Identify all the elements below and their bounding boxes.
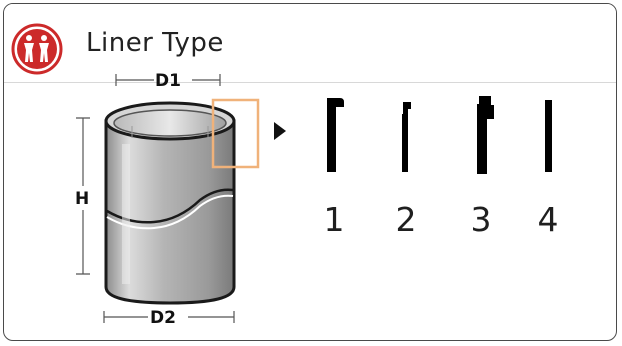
liner-diagram: D1 H D2: [75, 71, 552, 328]
pointer-arrow-icon: [274, 122, 286, 140]
page-title: Liner Type: [86, 28, 224, 58]
liner-cylinder-illustration: [104, 101, 236, 305]
header-divider: [4, 82, 616, 83]
dimension-d1-label: D1: [155, 71, 181, 91]
profile-3-icon: [477, 96, 494, 174]
dimension-height: H: [75, 117, 90, 275]
panel-header: Liner Type: [4, 4, 616, 86]
profile-4-number: 4: [537, 200, 559, 239]
safety-pictogram-icon: [11, 23, 63, 75]
profile-1-icon: [327, 98, 344, 172]
wall-profile-highlight-box: [211, 98, 260, 169]
dimension-height-label: H: [75, 189, 89, 209]
profile-3-number: 3: [470, 200, 492, 239]
dimension-d2: D2: [103, 308, 235, 328]
profile-2-number: 2: [395, 200, 417, 239]
profile-2-icon: [402, 102, 411, 172]
dimension-d2-label: D2: [150, 308, 176, 328]
profile-4-icon: [545, 100, 552, 172]
profile-1-number: 1: [323, 200, 345, 239]
dimension-d1: D1: [115, 71, 221, 91]
liner-type-panel: Liner Type D1: [3, 3, 617, 341]
